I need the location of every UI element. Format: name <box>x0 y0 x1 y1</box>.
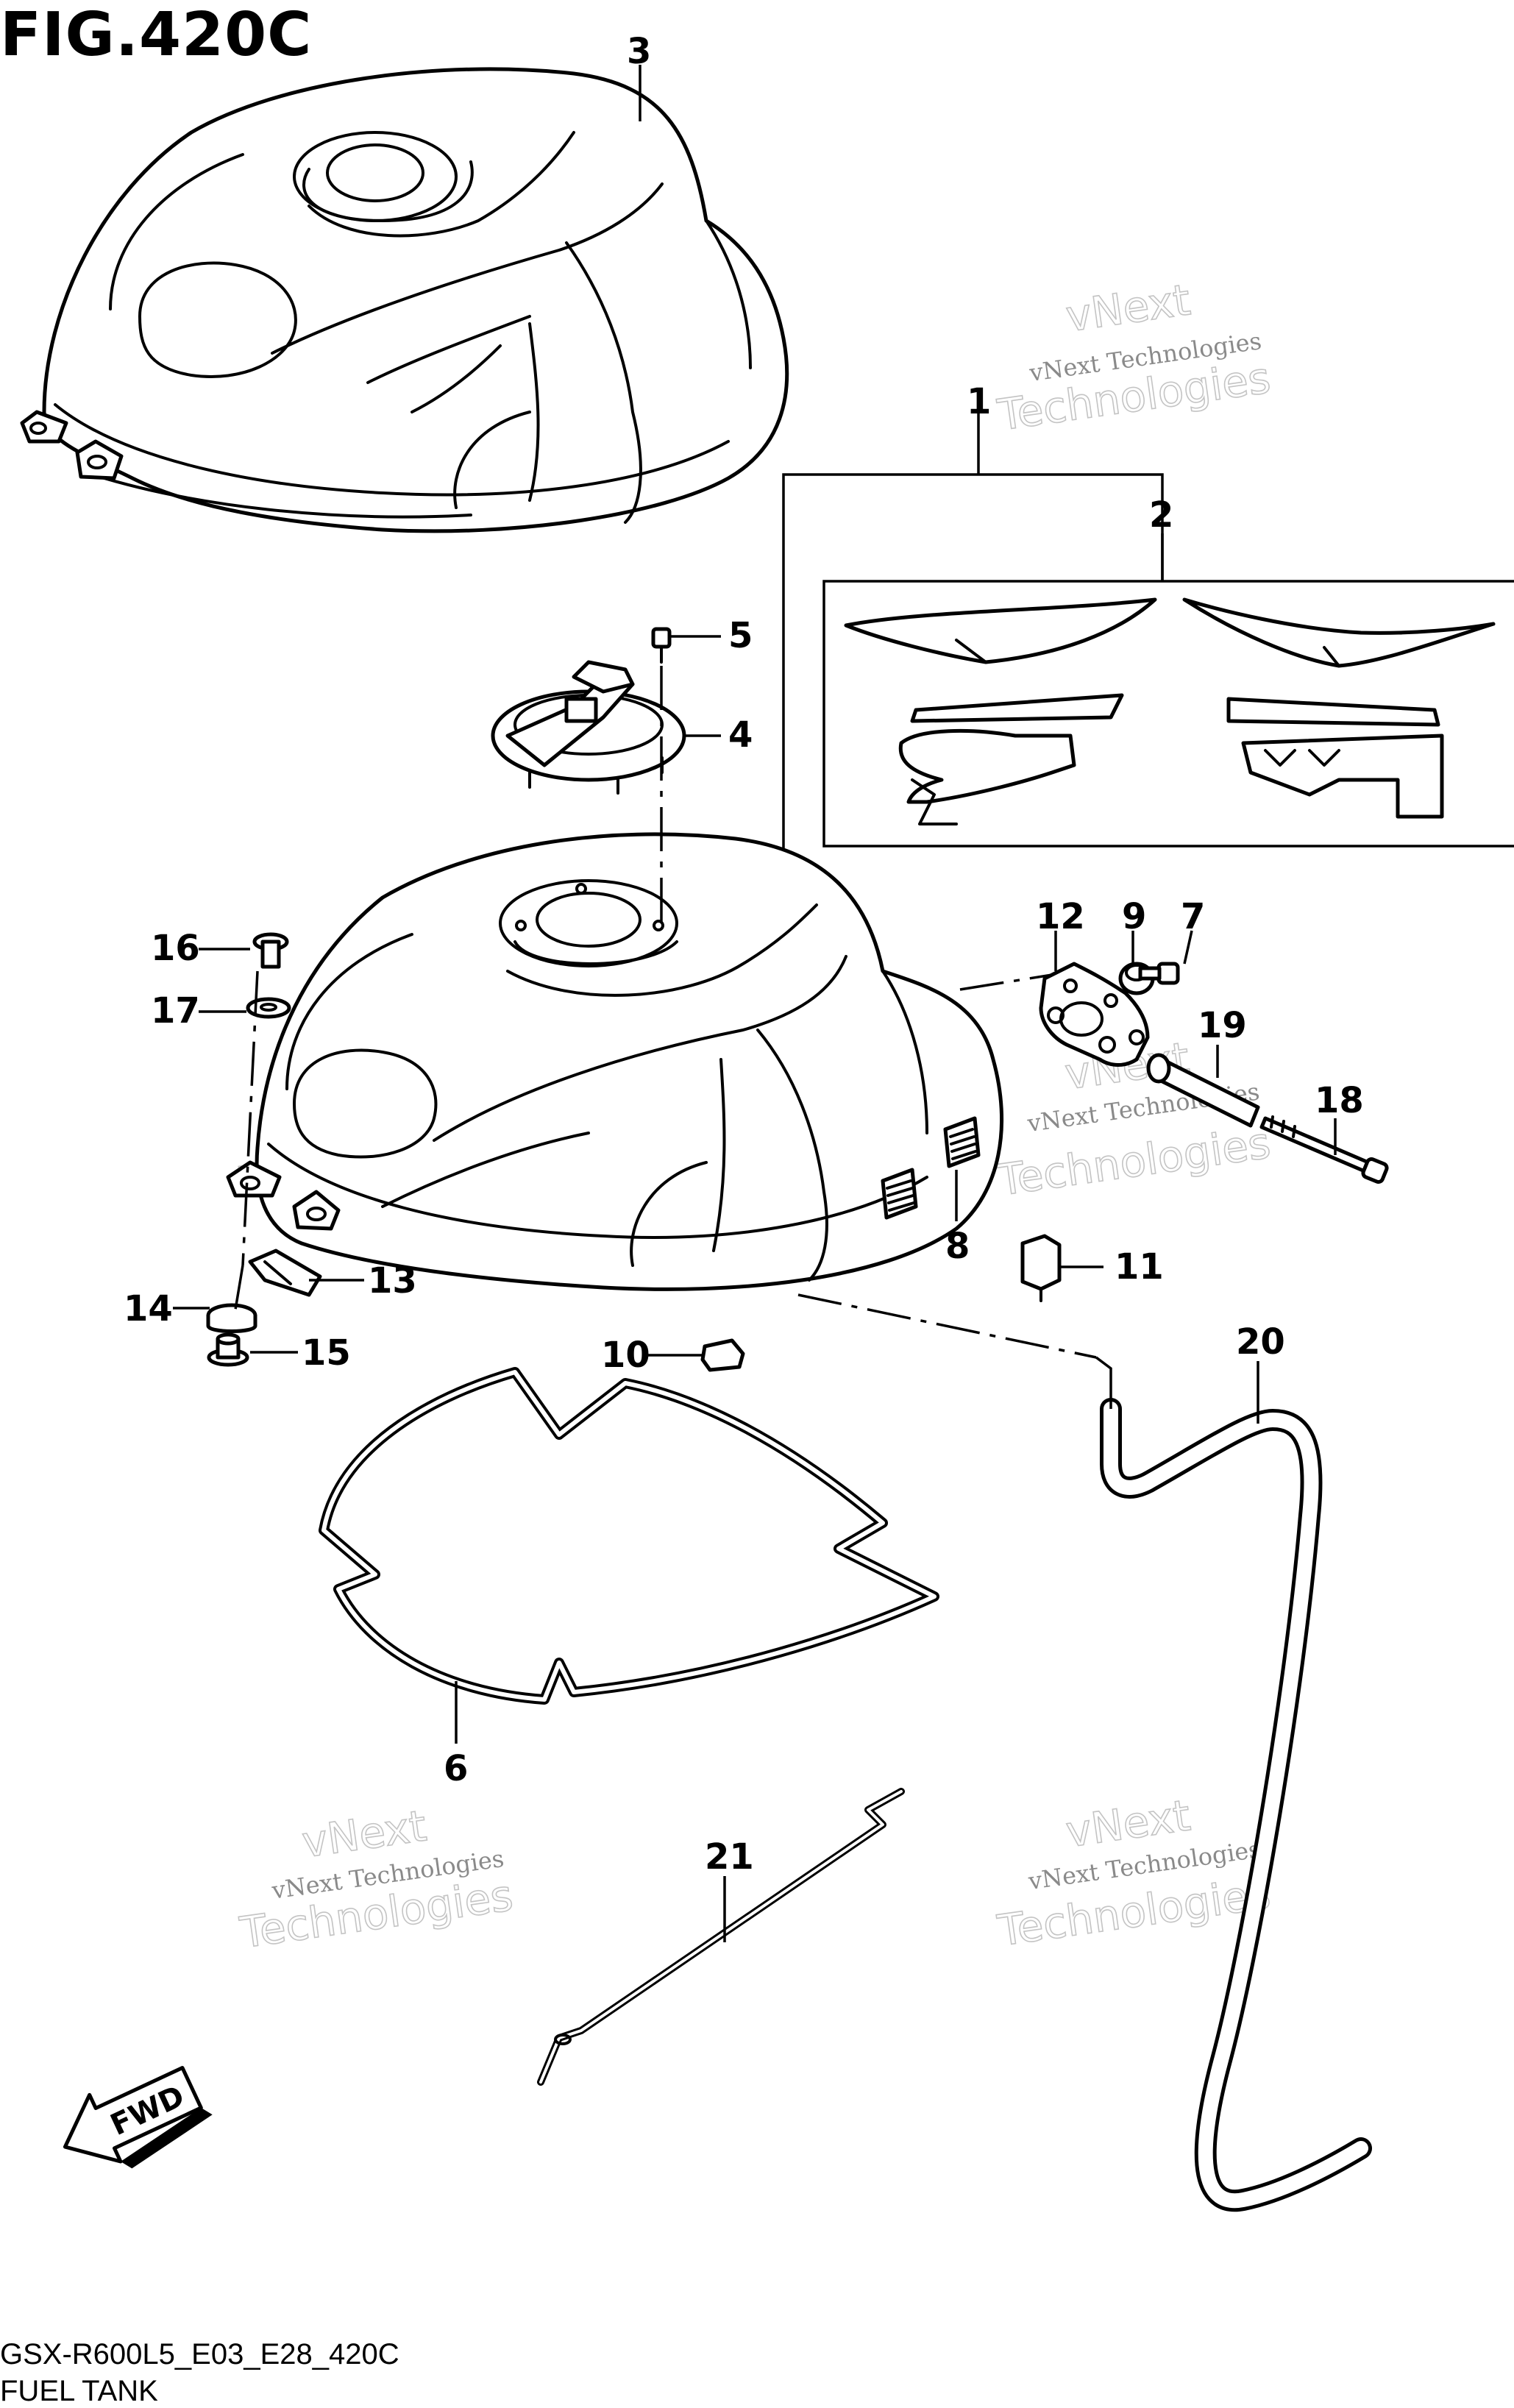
callout-14: 14 <box>124 1288 173 1329</box>
callout-11: 11 <box>1115 1246 1164 1288</box>
leader-lines <box>173 65 1337 1942</box>
part-18-bolt[interactable] <box>1259 1115 1389 1184</box>
part-16-bolt[interactable] <box>252 932 289 969</box>
part-8-cushion[interactable] <box>881 1116 981 1220</box>
callout-15: 15 <box>302 1332 351 1374</box>
assembly-lines <box>234 666 1112 1409</box>
figure-title: FIG.420C <box>0 0 313 70</box>
part-20-hose[interactable] <box>1100 1398 1372 2212</box>
callout-3: 3 <box>627 31 651 72</box>
callout-19: 19 <box>1198 1005 1247 1046</box>
callout-1: 1 <box>967 381 991 422</box>
part-13-cushion[interactable] <box>248 1249 322 1297</box>
part-15-collar[interactable] <box>207 1332 249 1367</box>
callout-17: 17 <box>151 990 200 1031</box>
watermark-bottom-right: Technologies vNext vNext Technologies <box>994 1789 1274 1956</box>
callout-2: 2 <box>1149 494 1173 536</box>
fwd-direction-arrow: FWD <box>63 2066 213 2169</box>
model-code: GSX-R600L5_E03_E28_420C <box>0 2338 399 2370</box>
callout-8: 8 <box>945 1226 970 1267</box>
callout-6: 6 <box>444 1748 468 1789</box>
callout-4: 4 <box>728 714 753 756</box>
figure-subtitle: FUEL TANK <box>0 2375 158 2407</box>
part-14-grommet[interactable] <box>206 1303 257 1333</box>
part-5-screw[interactable] <box>651 627 672 664</box>
callout-12: 12 <box>1036 896 1085 937</box>
callout-18: 18 <box>1315 1080 1364 1121</box>
callout-20: 20 <box>1236 1321 1285 1363</box>
callout-16: 16 <box>151 928 200 969</box>
watermark-top-right: Technologies vNext vNext Technologies <box>994 274 1274 441</box>
part-6-seal[interactable] <box>319 1367 939 1705</box>
callout-21: 21 <box>705 1836 754 1878</box>
part-10-clamp[interactable] <box>700 1338 745 1372</box>
part-17-washer[interactable] <box>246 997 291 1019</box>
part-3-tank-cover[interactable] <box>20 67 789 533</box>
callout-5: 5 <box>728 615 753 656</box>
part-21-rod[interactable] <box>537 1788 905 2086</box>
callout-labels: 3 1 2 5 4 16 17 12 9 7 19 18 8 11 13 14 … <box>124 31 1364 1878</box>
part-4-fuel-cap[interactable] <box>491 660 686 795</box>
part-2-emblems[interactable] <box>844 597 1496 825</box>
callout-9: 9 <box>1122 896 1146 937</box>
fuel-tank-body[interactable] <box>226 832 1004 1291</box>
callout-10: 10 <box>601 1335 650 1376</box>
part-12-bracket[interactable] <box>1039 962 1150 1067</box>
part-11-damper[interactable] <box>1020 1234 1062 1302</box>
part-7-bolt[interactable] <box>1138 962 1180 985</box>
part-19-spacer[interactable] <box>1146 1053 1260 1128</box>
watermark-bottom-left: Technologies vNext vNext Technologies <box>236 1800 516 1959</box>
callout-7: 7 <box>1181 896 1205 937</box>
watermark-text-small: vNext <box>1063 274 1193 341</box>
callout-13: 13 <box>368 1260 417 1301</box>
